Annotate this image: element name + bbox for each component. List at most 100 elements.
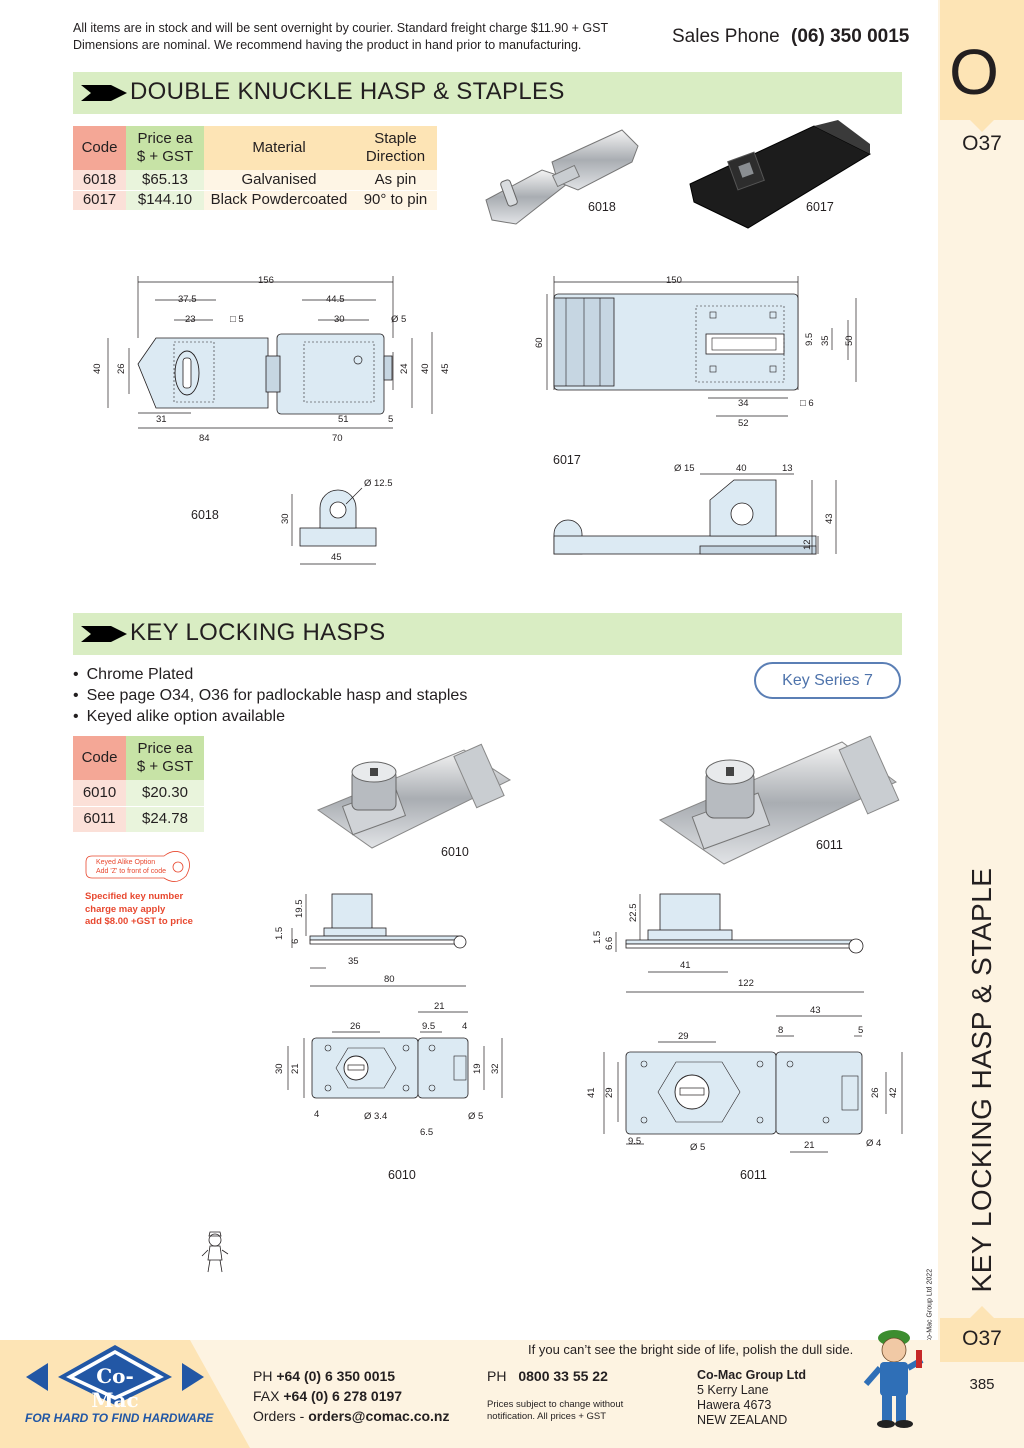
- svg-text:40: 40: [92, 363, 103, 374]
- svg-text:5: 5: [388, 414, 393, 425]
- footer-phone-number[interactable]: +64 (0) 6 350 0015: [276, 1368, 396, 1384]
- svg-text:21: 21: [804, 1140, 815, 1151]
- side-strip: [938, 0, 1024, 1448]
- svg-text:9.5: 9.5: [804, 333, 815, 346]
- svg-text:26: 26: [116, 363, 127, 374]
- cell-price: $24.78: [126, 805, 204, 832]
- svg-text:70: 70: [332, 433, 343, 444]
- svg-text:44.5: 44.5: [326, 294, 345, 305]
- svg-text:26: 26: [870, 1087, 881, 1098]
- svg-text:□ 6: □ 6: [800, 398, 814, 409]
- svg-text:23: 23: [185, 314, 196, 325]
- section-title-key-locking: KEY LOCKING HASPS: [130, 619, 386, 646]
- cell-material: Black Powdercoated: [204, 189, 354, 210]
- svg-text:29: 29: [604, 1087, 615, 1098]
- svg-text:30: 30: [274, 1063, 285, 1074]
- footer-orders[interactable]: Orders - orders@comac.co.nz: [253, 1406, 450, 1426]
- company-name: Co-Mac Group Ltd: [697, 1368, 807, 1382]
- cell-code: 6011: [73, 805, 126, 832]
- key-charge-text: Specified key number charge may apply ad…: [85, 891, 215, 929]
- col-header-price-line1: Price ea: [137, 130, 193, 147]
- svg-text:Ø 15: Ø 15: [674, 463, 695, 474]
- sales-phone[interactable]: Sales Phone (06) 350 0015: [672, 26, 909, 48]
- section-title-double-knuckle: DOUBLE KNUCKLE HASP & STAPLES: [130, 78, 565, 105]
- svg-text:45: 45: [440, 363, 451, 374]
- sales-phone-number[interactable]: (06) 350 0015: [791, 26, 910, 47]
- section-letter: O: [949, 36, 999, 108]
- footer-freephone-label: PH: [487, 1368, 507, 1384]
- photo-hasp-6018: [485, 129, 639, 225]
- comac-logo-icon: [26, 1345, 204, 1405]
- price-note-line2: notification. All prices + GST: [487, 1411, 607, 1422]
- table-row: 6018 $65.13 Galvanised As pin: [73, 170, 437, 190]
- feature-list: Chrome Plated See page O34, O36 for padl…: [73, 664, 468, 727]
- address-line3: NEW ZEALAND: [697, 1413, 788, 1427]
- key-series-badge[interactable]: Key Series 7: [754, 662, 901, 699]
- footer-freephone-number[interactable]: 0800 33 55 22: [518, 1368, 608, 1384]
- svg-text:19: 19: [472, 1063, 483, 1074]
- drawing-label-6010: 6010: [388, 1168, 416, 1182]
- svg-text:45: 45: [331, 552, 342, 563]
- price-note: Prices subject to change without notific…: [487, 1399, 623, 1423]
- list-item: Keyed alike option available: [73, 706, 467, 727]
- svg-text:12: 12: [802, 539, 813, 550]
- mascot-character-icon: [863, 1330, 924, 1428]
- photo-label-6017: 6017: [806, 200, 834, 214]
- company-address: Co-Mac Group Ltd 5 Kerry Lane Hawera 467…: [697, 1368, 806, 1428]
- svg-text:43: 43: [824, 513, 835, 524]
- comac-logo[interactable]: Co-Mac: [22, 1343, 208, 1412]
- svg-text:4: 4: [462, 1021, 467, 1032]
- col-header-price: Price ea $ + GST: [126, 126, 204, 170]
- svg-text:8: 8: [778, 1025, 783, 1036]
- photo-label-6018: 6018: [588, 200, 616, 214]
- key-charge-line3: add $8.00 +GST to price: [85, 916, 193, 927]
- col-header-price: Price ea $ + GST: [126, 736, 204, 780]
- arrow-icon: [81, 85, 127, 101]
- svg-text:35: 35: [348, 956, 359, 967]
- col-header-staple-line1: Staple: [374, 130, 417, 147]
- svg-text:52: 52: [738, 418, 749, 429]
- svg-text:80: 80: [384, 974, 395, 985]
- section-bar-key-locking: KEY LOCKING HASPS: [73, 613, 902, 655]
- svg-text:21: 21: [290, 1063, 301, 1074]
- svg-text:156: 156: [258, 275, 274, 286]
- svg-text:21: 21: [434, 1001, 445, 1012]
- photo-hasp-6017: [689, 120, 872, 229]
- footer-phone[interactable]: PH +64 (0) 6 350 0015: [253, 1366, 395, 1386]
- svg-text:37.5: 37.5: [178, 294, 197, 305]
- svg-text:26: 26: [350, 1021, 361, 1032]
- col-header-staple-line2: Direction: [365, 148, 426, 165]
- svg-text:32: 32: [490, 1063, 501, 1074]
- sales-phone-label: Sales Phone: [672, 26, 780, 47]
- svg-text:9.5: 9.5: [628, 1136, 641, 1147]
- cell-price: $20.30: [126, 780, 204, 806]
- footer-orders-email[interactable]: orders@comac.co.nz: [308, 1408, 450, 1424]
- drawing-label-6018: 6018: [191, 508, 219, 522]
- list-item: See page O34, O36 for padlockable hasp a…: [73, 685, 468, 706]
- page-code-top: O37: [962, 132, 1002, 155]
- side-tab-top: [940, 0, 1024, 132]
- svg-text:40: 40: [420, 363, 431, 374]
- keyed-alike-line1: Keyed Alike Option: [96, 859, 156, 866]
- drawing-label-6011: 6011: [740, 1168, 767, 1182]
- list-item: Chrome Plated: [73, 664, 467, 685]
- svg-text:Ø 3.4: Ø 3.4: [364, 1111, 387, 1122]
- logo-text: Co-Mac: [91, 1364, 139, 1412]
- table-row: 6011 $24.78: [73, 805, 204, 832]
- svg-text:9.5: 9.5: [422, 1021, 435, 1032]
- svg-text:35: 35: [820, 335, 831, 346]
- keyed-alike-line2: Add 'Z' to front of code: [96, 868, 166, 875]
- svg-text:31: 31: [156, 414, 167, 425]
- table-row: 6010 $20.30: [73, 780, 204, 806]
- svg-text:150: 150: [666, 275, 682, 286]
- col-header-price-line2: $ + GST: [136, 758, 194, 775]
- cell-material: Galvanised: [204, 170, 354, 190]
- section-bar-double-knuckle: DOUBLE KNUCKLE HASP & STAPLES: [73, 72, 902, 114]
- cell-price: $144.10: [126, 189, 204, 210]
- footer-freephone[interactable]: PH 0800 33 55 22: [487, 1366, 608, 1386]
- cell-direction: 90° to pin: [354, 189, 437, 210]
- footer-phone-label: PH: [253, 1368, 273, 1384]
- svg-text:13: 13: [782, 463, 793, 474]
- address-line1: 5 Kerry Lane: [697, 1383, 769, 1397]
